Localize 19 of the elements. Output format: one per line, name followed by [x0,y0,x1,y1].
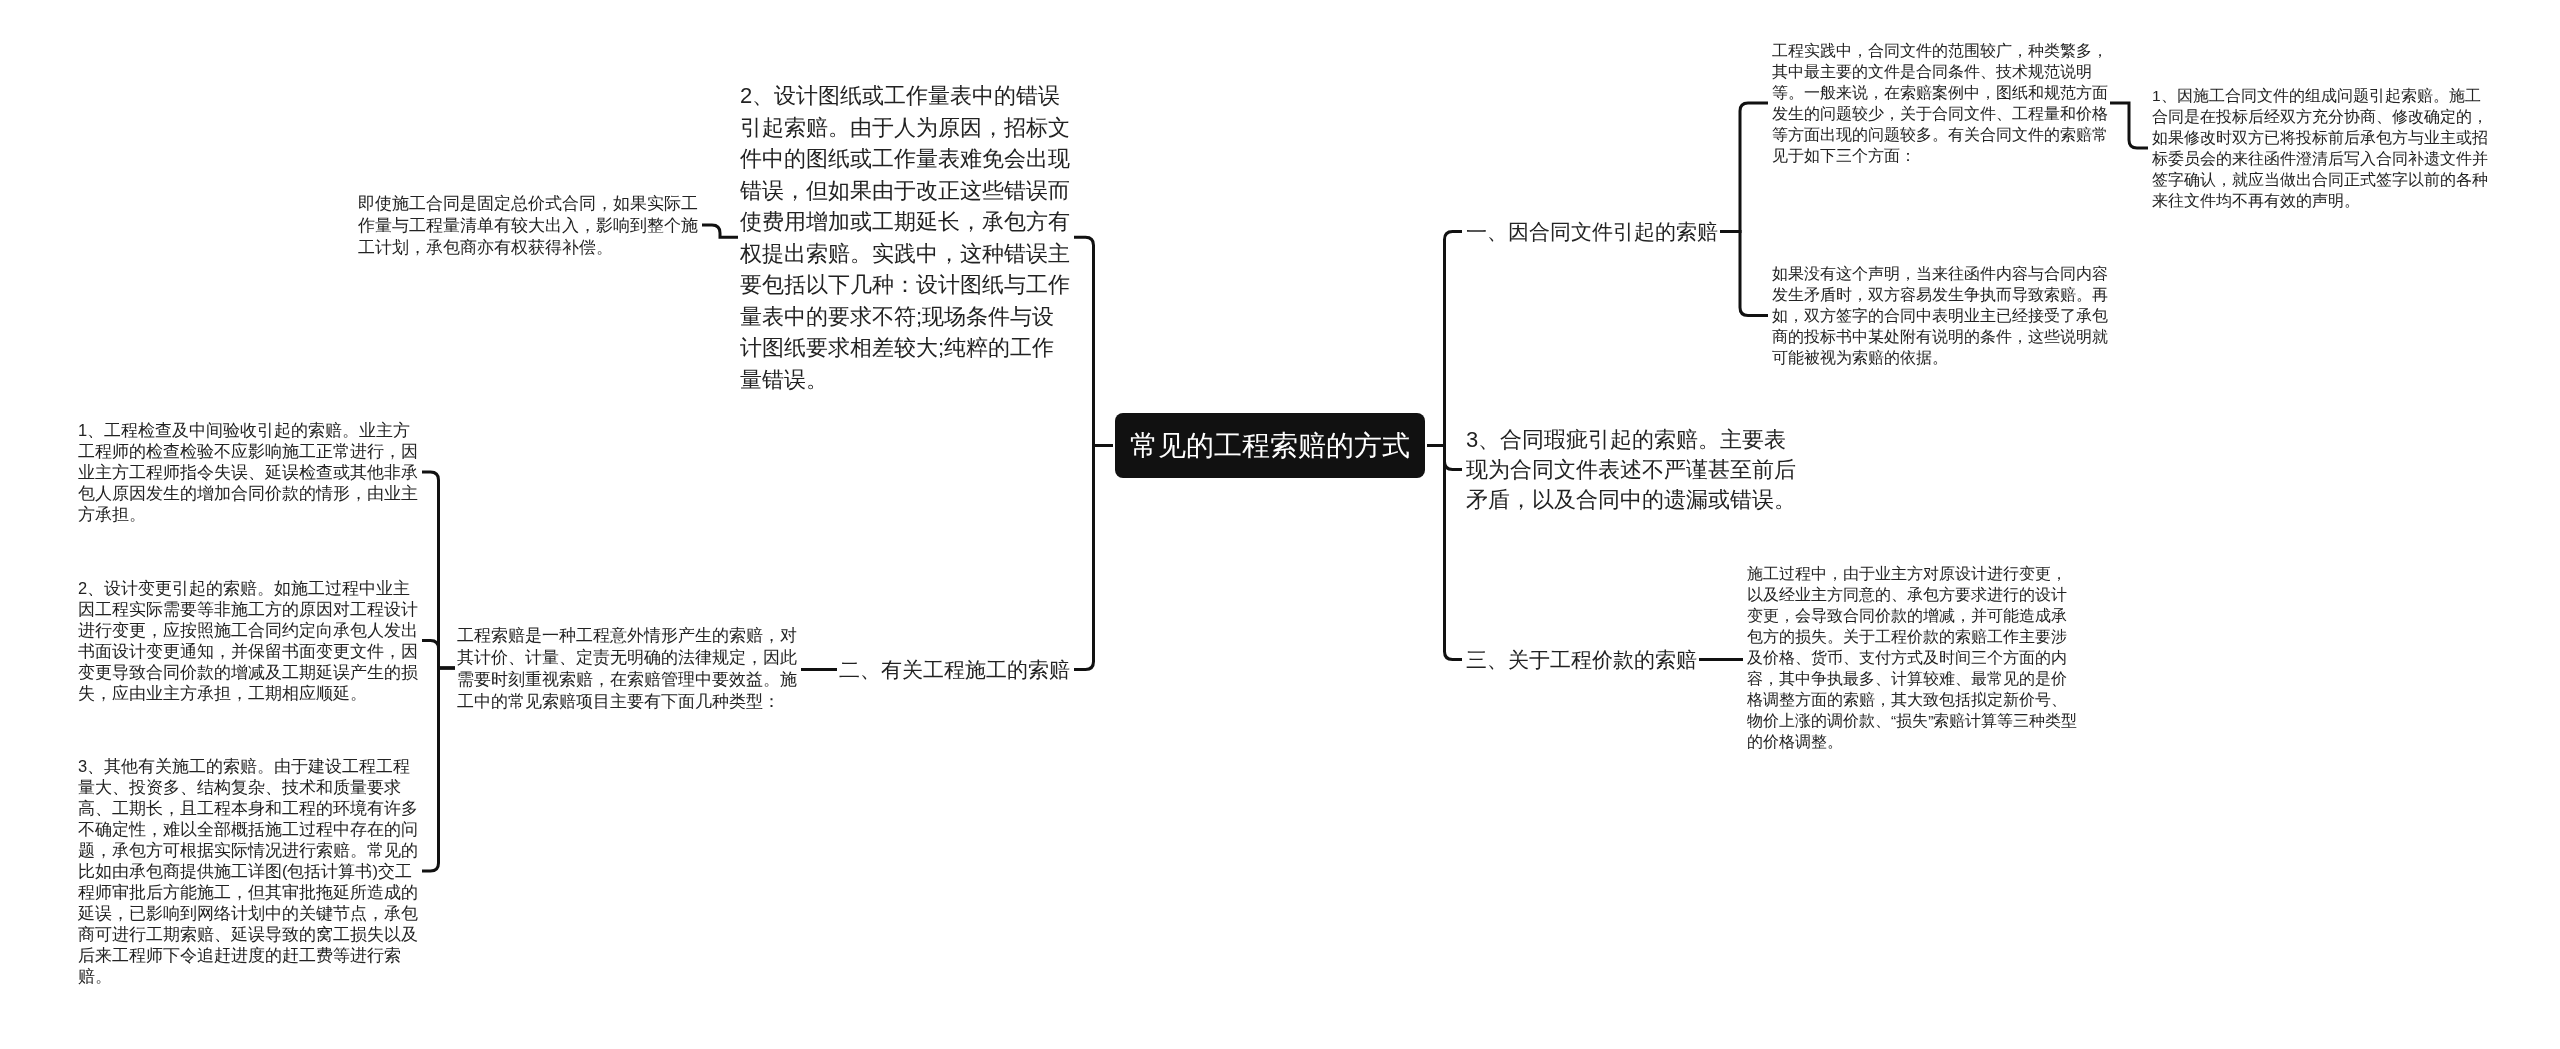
connector-line [1699,658,1743,661]
subtopic-text: 2、设计变更引起的索赔。如施工过程中业主因工程实际需要等非施工方的原因对工程设计进行变更，应按照施工合同约定向承包人发出书面设计变更通知，并保留书面变更文件，因变更导致合同价款的增减及工期延误产生的损失，应由业主方承担，工期相应顺延。 [78,578,426,704]
connector-line [702,223,738,239]
branch-topic: 二、有关工程施工的索赔 [839,655,1079,685]
branch-topic: 一、因合同文件引起的索赔 [1466,217,1731,247]
connector-line [801,668,837,671]
subtopic-text: 即使施工合同是固定总价式合同，如果实际工作量与工程量清单有较大出入，影响到整个施工计划，承包商亦有权获得补偿。 [358,192,698,258]
subtopic-text: 施工过程中，由于业主方对原设计进行变更，以及经业主方同意的、承包方要求进行的设计变更，会导致合同价款的增减，并可能造成承包方的损失。关于工程价款的索赔工作主要涉及价格、货币、支付方式及时间三个方面的内容，其中争执最多、计算较难、最常见的是价格调整方面的索赔，其大致包括拟定新价号、物价上涨的调价款、“损失”索赔计算等三种类型的价格调整。 [1747,563,2079,752]
central-topic-box: 常见的工程索赔的方式 [1115,413,1425,478]
subtopic-text: 1、因施工合同文件的组成问题引起索赔。施工合同是在投标后经双方充分协商、修改确定的，如果修改时双方已将投标前后承包方与业主或招标委员会的来往函件澄清后写入合同补遗文件并签字确认，就应当做出合同正式签字以前的各种来往文件均不再有效的声明。 [2152,85,2494,211]
subtopic-text: 3、其他有关施工的索赔。由于建设工程工程量大、投资多、结构复杂、技术和质量要求高、工期长，且工程本身和工程的环境有许多不确定性，难以全部概括施工过程中存在的问题，承包方可根据实际情况进行索赔。常见的比如由承包商提供施工详图(包括计算书)交工程师审批后方能施工，但其审批拖延所造成的延误，已影响到网络计划中的关键节点，承包商可进行工期索赔、延误导致的窝工损失以及后来工程师下令追赶进度的赶工费等进行索赔。 [78,756,426,987]
connector-line [2110,101,2148,150]
subtopic-text: 如果没有这个声明，当来往函件内容与合同内容发生矛盾时，双方容易发生争执而导致索赔。再如，双方签字的合同中表明业主已经接受了承包商的投标书中某处附有说明的条件，这些说明就可能被视为索赔的依据。 [1772,263,2110,368]
branch-topic: 3、合同瑕疵引起的索赔。主要表现为合同文件表述不严谨甚至前后矛盾，以及合同中的遗漏或错误。 [1466,425,1796,515]
subtopic-text: 1、工程检查及中间验收引起的索赔。业主方工程师的检查检验不应影响施工正常进行，因业主方工程师指令失误、延误检查或其他非承包人原因发生的增加合同价款的情形，由业主方承担。 [78,420,426,525]
branch-topic: 2、设计图纸或工作量表中的错误引起索赔。由于人为原因，招标文件中的图纸或工作量表难免会出现错误，但如果由于改正这些错误而使费用增加或工期延长，承包方有权提出索赔。实践中，这种错误主要包括以下几种：设计图纸与工作量表中的要求不符;现场条件与设计图纸要求相差较大;纯粹的工作量错误。 [740,80,1075,395]
branch-topic: 三、关于工程价款的索赔 [1466,645,1711,675]
subtopic-text: 工程实践中，合同文件的范围较广，种类繁多，其中最主要的文件是合同条件、技术规范说明等。一般来说，在索赔案例中，图纸和规范方面发生的问题较少，关于合同文件、工程量和价格等方面出现的问题较多。有关合同文件的索赔常见于如下三个方面： [1772,40,2110,166]
subtopic-text: 工程索赔是一种工程意外情形产生的索赔，对其计价、计量、定责无明确的法律规定，因此需要时刻重视索赔，在索赔管理中要效益。施工中的常见索赔项目主要有下面几种类型： [457,624,797,712]
